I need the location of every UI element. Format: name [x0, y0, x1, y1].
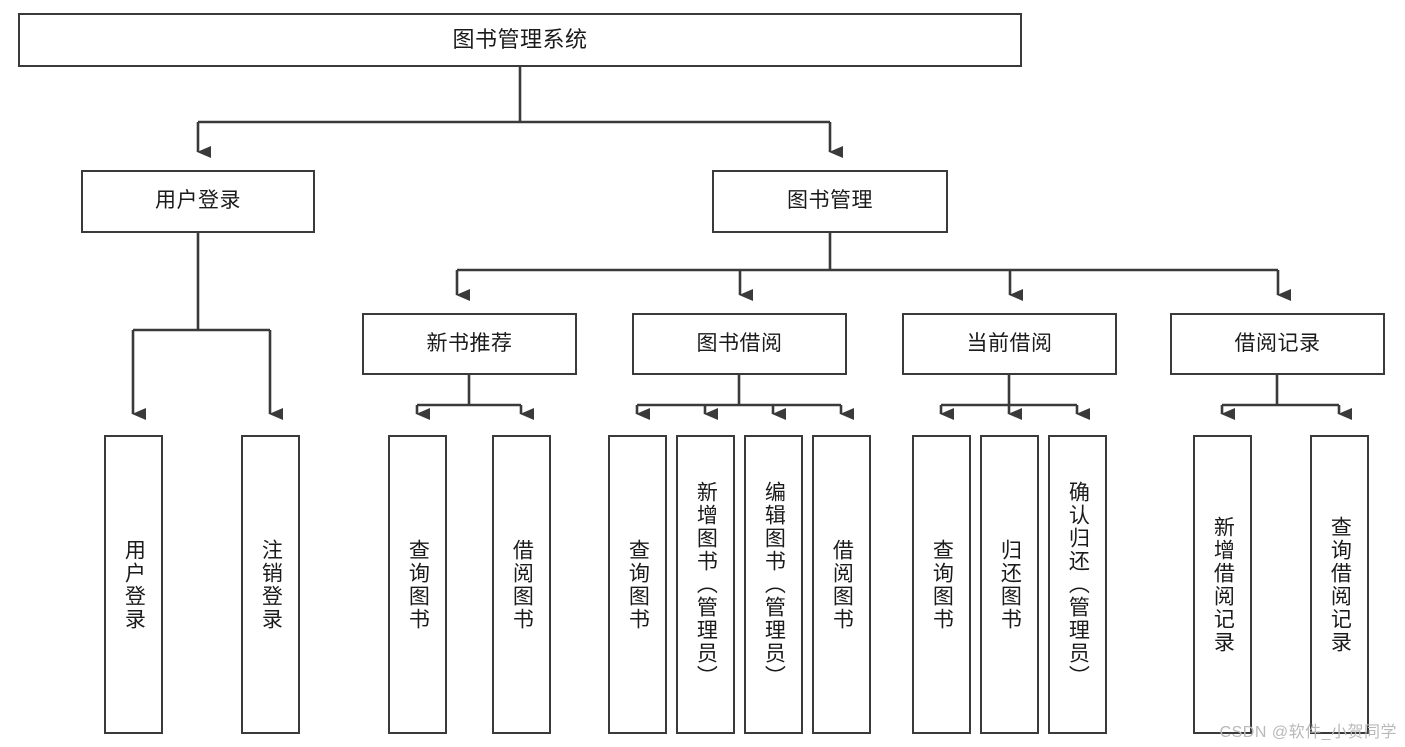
node-label: 新增图书（管理员）: [694, 481, 718, 688]
node-book-borrow[interactable]: 图书借阅: [632, 313, 847, 375]
node-leaf-add-record[interactable]: 新增借阅记录: [1193, 435, 1252, 734]
node-label: 查询图书: [626, 538, 650, 631]
node-label: 新增借阅记录: [1211, 515, 1235, 654]
node-leaf-query-book-3[interactable]: 查询图书: [912, 435, 971, 734]
node-leaf-query-book-1[interactable]: 查询图书: [388, 435, 447, 734]
node-label: 查询借阅记录: [1328, 515, 1352, 654]
node-label: 编辑图书（管理员）: [762, 481, 786, 688]
node-user-login[interactable]: 用户登录: [81, 170, 315, 233]
node-label: 注销登录: [259, 538, 283, 631]
node-book-manage[interactable]: 图书管理: [712, 170, 948, 233]
node-leaf-edit-book[interactable]: 编辑图书（管理员）: [744, 435, 803, 734]
node-borrow-record[interactable]: 借阅记录: [1170, 313, 1385, 375]
node-leaf-query-record[interactable]: 查询借阅记录: [1310, 435, 1369, 734]
node-leaf-add-book[interactable]: 新增图书（管理员）: [676, 435, 735, 734]
node-label: 查询图书: [930, 538, 954, 631]
node-label: 当前借阅: [966, 331, 1053, 355]
node-leaf-logout[interactable]: 注销登录: [241, 435, 300, 734]
node-label: 借阅记录: [1234, 331, 1321, 355]
csdn-watermark: CSDN @软件_小贺同学: [1219, 724, 1397, 741]
node-root-system[interactable]: 图书管理系统: [18, 13, 1022, 67]
node-label: 图书管理: [787, 189, 873, 213]
node-label: 归还图书: [998, 538, 1022, 631]
node-leaf-confirm-return[interactable]: 确认归还（管理员）: [1048, 435, 1107, 734]
node-leaf-return-book[interactable]: 归还图书: [980, 435, 1039, 734]
node-current-borrow[interactable]: 当前借阅: [902, 313, 1117, 375]
node-label: 借阅图书: [510, 538, 534, 631]
node-label: 图书借阅: [696, 331, 783, 355]
node-leaf-borrow-book-2[interactable]: 借阅图书: [812, 435, 871, 734]
node-label: 借阅图书: [830, 538, 854, 631]
node-label: 用户登录: [155, 189, 241, 213]
node-leaf-user-login[interactable]: 用户登录: [104, 435, 163, 734]
node-label: 用户登录: [122, 538, 146, 631]
node-label: 查询图书: [406, 538, 430, 631]
node-label: 确认归还（管理员）: [1066, 481, 1090, 688]
node-leaf-query-book-2[interactable]: 查询图书: [608, 435, 667, 734]
node-leaf-borrow-book-1[interactable]: 借阅图书: [492, 435, 551, 734]
node-label: 新书推荐: [426, 331, 513, 355]
node-label: 图书管理系统: [452, 27, 588, 53]
node-new-book-recommend[interactable]: 新书推荐: [362, 313, 577, 375]
